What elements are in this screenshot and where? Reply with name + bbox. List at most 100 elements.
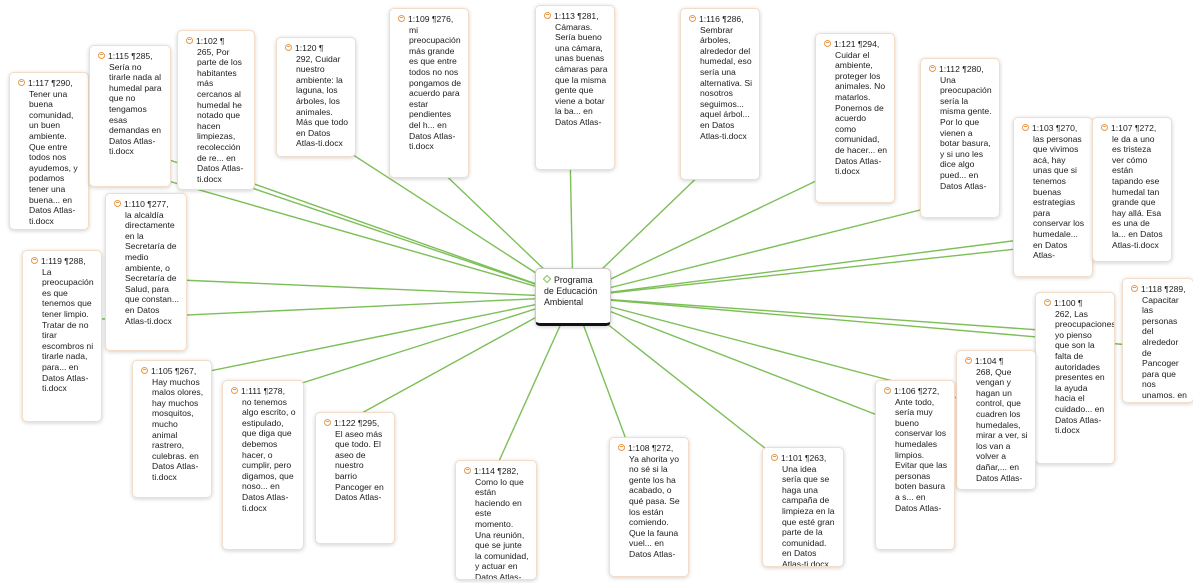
quotation-header: 1:116 ¶286, (689, 14, 753, 25)
quotation-icon (1044, 299, 1051, 306)
quotation-text: 262, Las preocupaciones yo pienso que so… (1055, 308, 1115, 436)
quotation-ref: 1:114 ¶282, (474, 466, 519, 476)
quotation-header: 1:107 ¶272, (1101, 123, 1165, 134)
quotation-node[interactable]: 1:104 ¶268, Que vengan y hagan un contro… (956, 350, 1036, 490)
quotation-header: 1:115 ¶285, (98, 51, 164, 62)
quotation-header: 1:101 ¶263, (771, 453, 837, 464)
quotation-node[interactable]: 1:108 ¶272,Ya ahorita yo no sé si la gen… (609, 437, 689, 577)
quotation-icon (31, 257, 38, 264)
quotation-text: Cuidar el ambiente, proteger los animale… (835, 49, 888, 177)
quotation-icon (464, 467, 471, 474)
quotation-header: 1:118 ¶289, (1131, 284, 1187, 295)
quotation-node[interactable]: 1:113 ¶281,Cámaras. Sería bueno una cáma… (535, 5, 615, 170)
quotation-node[interactable]: 1:107 ¶272,le da a uno es tristeza ver c… (1092, 117, 1172, 262)
quotation-ref: 1:111 ¶278, (241, 386, 285, 396)
quotation-ref: 1:120 ¶ (295, 43, 324, 53)
code-label: Programa de Educación Ambiental (544, 275, 598, 307)
quotation-header: 1:121 ¶294, (824, 39, 888, 50)
quotation-node[interactable]: 1:115 ¶285,Sería no tirarle nada al hume… (89, 45, 171, 187)
quotation-header: 1:122 ¶295, (324, 418, 388, 429)
quotation-text: mi preocupación más grande es que entre … (409, 24, 462, 152)
quotation-text: no tenemos algo escrito, o estipulado, q… (242, 396, 296, 513)
quotation-ref: 1:104 ¶ (975, 356, 1004, 366)
quotation-text: Sembrar árboles, alrededor del humedal, … (700, 24, 753, 141)
quotation-node[interactable]: 1:112 ¶280,Una preocupación sería la mis… (920, 58, 1000, 218)
quotation-node[interactable]: 1:119 ¶288,La preocupación es que tenemo… (22, 250, 102, 422)
quotation-header: 1:109 ¶276, (398, 14, 462, 25)
quotation-text: Capacitar las personas del alrededor de … (1142, 294, 1187, 400)
quotation-text: 292, Cuidar nuestro ambiente: la laguna,… (296, 53, 349, 149)
quotation-text: Cámaras. Sería bueno una cámara, unas bu… (555, 21, 608, 127)
quotation-ref: 1:103 ¶270, (1032, 123, 1078, 133)
code-node-programa-educacion-ambiental[interactable]: Programa de Educación Ambiental (535, 268, 611, 326)
quotation-icon (689, 15, 696, 22)
quotation-node[interactable]: 1:110 ¶277,la alcaldía directamente en l… (105, 193, 187, 351)
quotation-node[interactable]: 1:102 ¶265, Por parte de los habitantes … (177, 30, 255, 190)
link-line (572, 296, 1041, 331)
quotation-ref: 1:118 ¶289, (1141, 284, 1186, 294)
quotation-header: 1:119 ¶288, (31, 256, 95, 267)
quotation-header: 1:120 ¶ (285, 43, 349, 54)
quotation-node[interactable]: 1:117 ¶290,Tener una buena comunidad, un… (9, 72, 89, 230)
quotation-ref: 1:107 ¶272, (1111, 123, 1157, 133)
link-line (572, 296, 891, 421)
quotation-ref: 1:119 ¶288, (41, 256, 86, 266)
quotation-node[interactable]: 1:118 ¶289,Capacitar las personas del al… (1122, 278, 1193, 403)
quotation-text: 265, Por parte de los habitantes más cer… (197, 46, 244, 184)
quotation-node[interactable]: 1:114 ¶282,Como lo que están haciendo en… (455, 460, 537, 580)
quotation-ref: 1:115 ¶285, (108, 51, 153, 61)
link-line (572, 239, 1021, 298)
quotation-header: 1:103 ¶270, (1022, 123, 1086, 134)
quotation-node[interactable]: 1:103 ¶270,las personas que vivimos acá,… (1013, 117, 1093, 277)
quotation-text: Como lo que están haciendo en este momen… (475, 476, 529, 580)
quotation-ref: 1:112 ¶280, (939, 64, 984, 74)
quotation-ref: 1:122 ¶295, (334, 418, 380, 428)
quotation-icon (1101, 124, 1108, 131)
quotation-icon (141, 367, 148, 374)
quotation-icon (884, 387, 891, 394)
quotation-text: las personas que vivimos acá, hay unas q… (1033, 133, 1085, 261)
link-line (329, 139, 574, 298)
quotation-text: 268, Que vengan y hagan un control, que … (976, 366, 1028, 483)
quotation-node[interactable]: 1:105 ¶267,Hay muchos malos olores, hay … (132, 360, 212, 498)
quotation-ref: 1:100 ¶ (1054, 298, 1083, 308)
quotation-ref: 1:116 ¶286, (699, 14, 744, 24)
quotation-node[interactable]: 1:106 ¶272,Ante todo, sería muy bueno co… (875, 380, 955, 550)
quotation-text: Ante todo, sería muy bueno conservar los… (895, 396, 948, 513)
quotation-header: 1:112 ¶280, (929, 64, 993, 75)
quotation-node[interactable]: 1:100 ¶262, Las preocupaciones yo pienso… (1035, 292, 1115, 464)
quotation-node[interactable]: 1:120 ¶292, Cuidar nuestro ambiente: la … (276, 37, 356, 157)
quotation-icon (285, 44, 292, 51)
link-line (189, 296, 574, 376)
quotation-ref: 1:109 ¶276, (408, 14, 454, 24)
quotation-text: Sería no tirarle nada al humedal para qu… (109, 61, 162, 157)
quotation-ref: 1:102 ¶ (196, 36, 225, 46)
quotation-ref: 1:101 ¶263, (781, 453, 827, 463)
quotation-header: 1:106 ¶272, (884, 386, 948, 397)
quotation-text: Una preocupación sería la misma gente. P… (940, 74, 992, 191)
quotation-ref: 1:121 ¶294, (834, 39, 880, 49)
quotation-node[interactable]: 1:111 ¶278,no tenemos algo escrito, o es… (222, 380, 304, 550)
quotation-header: 1:104 ¶ (965, 356, 1029, 367)
quotation-node[interactable]: 1:101 ¶263,Una idea sería que se haga un… (762, 447, 844, 567)
quotation-node[interactable]: 1:116 ¶286,Sembrar árboles, alrededor de… (680, 8, 760, 180)
quotation-header: 1:105 ¶267, (141, 366, 205, 377)
quotation-ref: 1:113 ¶281, (554, 11, 599, 21)
quotation-icon (398, 15, 405, 22)
quotation-text: Hay muchos malos olores, hay muchos mosq… (152, 376, 204, 482)
quotation-node[interactable]: 1:122 ¶295,El aseo más que todo. El aseo… (315, 412, 395, 544)
quotation-header: 1:113 ¶281, (544, 11, 608, 22)
quotation-text: Ya ahorita yo no sé si la gente los ha a… (629, 453, 680, 559)
link-line (179, 279, 574, 298)
quotation-icon (1131, 285, 1138, 292)
quotation-text: Una idea sería que se haga una campaña d… (782, 463, 835, 567)
quotation-icon (544, 12, 551, 19)
quotation-text: La preocupación es que tenemos que tener… (42, 266, 94, 394)
quotation-ref: 1:105 ¶267, (151, 366, 197, 376)
link-line (339, 296, 574, 426)
quotation-text: le da a uno es tristeza ver cómo están t… (1112, 133, 1163, 250)
quotation-header: 1:111 ¶278, (231, 386, 297, 397)
quotation-node[interactable]: 1:109 ¶276,mi preocupación más grande es… (389, 8, 469, 178)
quotation-node[interactable]: 1:121 ¶294,Cuidar el ambiente, proteger … (815, 33, 895, 203)
quotation-header: 1:114 ¶282, (464, 466, 530, 477)
